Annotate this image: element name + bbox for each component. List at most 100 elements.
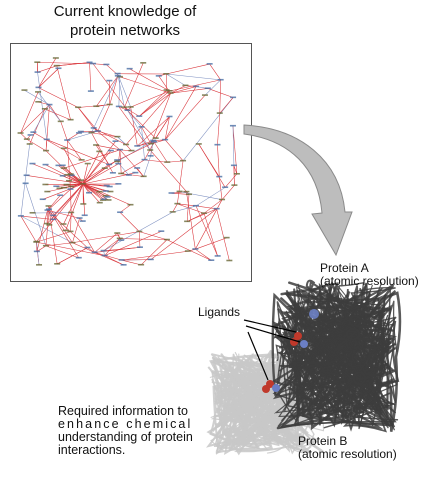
network-node bbox=[150, 139, 157, 142]
network-edge bbox=[26, 139, 47, 152]
network-edge bbox=[70, 212, 72, 232]
network-edges bbox=[20, 58, 238, 266]
network-edge bbox=[91, 132, 114, 174]
network-node bbox=[115, 105, 122, 108]
ligand-pointer-3 bbox=[247, 331, 269, 381]
network-edge bbox=[36, 241, 40, 266]
curved-arrow-body bbox=[243, 124, 353, 257]
network-edge bbox=[195, 187, 226, 207]
protein-b-ribbon bbox=[209, 348, 316, 418]
network-node bbox=[121, 106, 128, 108]
network-node bbox=[46, 224, 53, 226]
ligand-molecules bbox=[262, 309, 319, 393]
network-node bbox=[35, 100, 42, 103]
protein-b-ribbon bbox=[222, 427, 241, 438]
protein-b-ribbon bbox=[271, 429, 293, 443]
network-node bbox=[118, 239, 125, 241]
network-edge bbox=[82, 183, 107, 187]
network-node bbox=[230, 164, 237, 167]
network-edge bbox=[172, 205, 197, 213]
network-node bbox=[68, 174, 75, 177]
network-edge bbox=[217, 144, 220, 177]
network-edge bbox=[20, 132, 28, 140]
network-node bbox=[219, 198, 226, 201]
protein-a-ribbon bbox=[353, 319, 375, 329]
ligand-atom bbox=[262, 385, 270, 393]
network-node bbox=[59, 174, 66, 177]
protein-a-ribbon bbox=[304, 364, 325, 375]
network-edge bbox=[104, 238, 120, 256]
network-edge bbox=[119, 76, 171, 94]
network-edge bbox=[219, 176, 223, 200]
network-node bbox=[56, 187, 63, 190]
network-node bbox=[60, 147, 67, 150]
network-edge bbox=[186, 191, 196, 250]
network-node bbox=[77, 130, 84, 133]
network-edge bbox=[37, 72, 48, 140]
network-edge bbox=[72, 242, 124, 266]
network-node bbox=[23, 138, 30, 140]
protein-b-name: Protein B bbox=[298, 434, 348, 448]
network-edge bbox=[129, 68, 170, 92]
network-node bbox=[152, 137, 159, 139]
network-edge bbox=[153, 141, 168, 163]
network-node bbox=[192, 248, 199, 250]
network-edge bbox=[125, 93, 171, 145]
ligand-pointer-2 bbox=[245, 325, 301, 343]
network-edge bbox=[119, 149, 122, 174]
network-node bbox=[41, 107, 48, 110]
network-edge bbox=[164, 95, 206, 140]
network-edge bbox=[20, 215, 73, 244]
protein-b-ribbon bbox=[251, 391, 273, 405]
network-node bbox=[68, 185, 75, 188]
ligand-atom bbox=[272, 384, 280, 392]
network-node bbox=[185, 193, 192, 196]
network-edge bbox=[82, 183, 109, 201]
network-edge bbox=[221, 185, 235, 200]
network-node bbox=[204, 87, 211, 90]
network-edge bbox=[96, 144, 121, 151]
network-node bbox=[88, 131, 95, 134]
network-node bbox=[103, 184, 110, 187]
network-node bbox=[214, 255, 221, 257]
network-node bbox=[75, 106, 82, 109]
network-edge bbox=[164, 139, 184, 162]
network-node bbox=[102, 190, 109, 192]
network-edge bbox=[177, 160, 184, 204]
network-edge bbox=[195, 205, 217, 210]
network-node bbox=[33, 250, 40, 253]
network-node bbox=[140, 175, 147, 178]
network-edge bbox=[89, 62, 92, 92]
network-edge bbox=[47, 210, 88, 248]
network-node bbox=[68, 211, 75, 214]
network-node bbox=[57, 120, 64, 123]
network-edge bbox=[204, 79, 221, 96]
protein-a-ribbon bbox=[352, 371, 367, 386]
protein-network-panel bbox=[10, 43, 252, 282]
network-node bbox=[141, 158, 148, 161]
network-edge bbox=[56, 65, 71, 120]
network-node bbox=[50, 214, 57, 217]
network-node bbox=[126, 67, 133, 70]
network-node bbox=[21, 89, 28, 91]
network-edge bbox=[150, 93, 171, 144]
network-node bbox=[42, 244, 49, 247]
network-node bbox=[101, 198, 108, 200]
network-node bbox=[80, 203, 87, 205]
network-node bbox=[116, 75, 123, 78]
network-node bbox=[67, 118, 74, 121]
network-node bbox=[22, 182, 29, 185]
network-edge bbox=[166, 73, 221, 81]
network-node bbox=[107, 149, 114, 152]
network-edge bbox=[63, 149, 121, 169]
network-node bbox=[136, 115, 143, 117]
network-node bbox=[99, 199, 106, 201]
network-node bbox=[163, 238, 170, 241]
network-edge bbox=[139, 90, 170, 117]
protein-network-graph bbox=[17, 57, 240, 266]
network-edge bbox=[82, 183, 131, 206]
network-edge bbox=[37, 91, 61, 122]
network-node bbox=[29, 162, 36, 165]
network-edge bbox=[48, 206, 58, 265]
network-edge bbox=[140, 239, 168, 266]
